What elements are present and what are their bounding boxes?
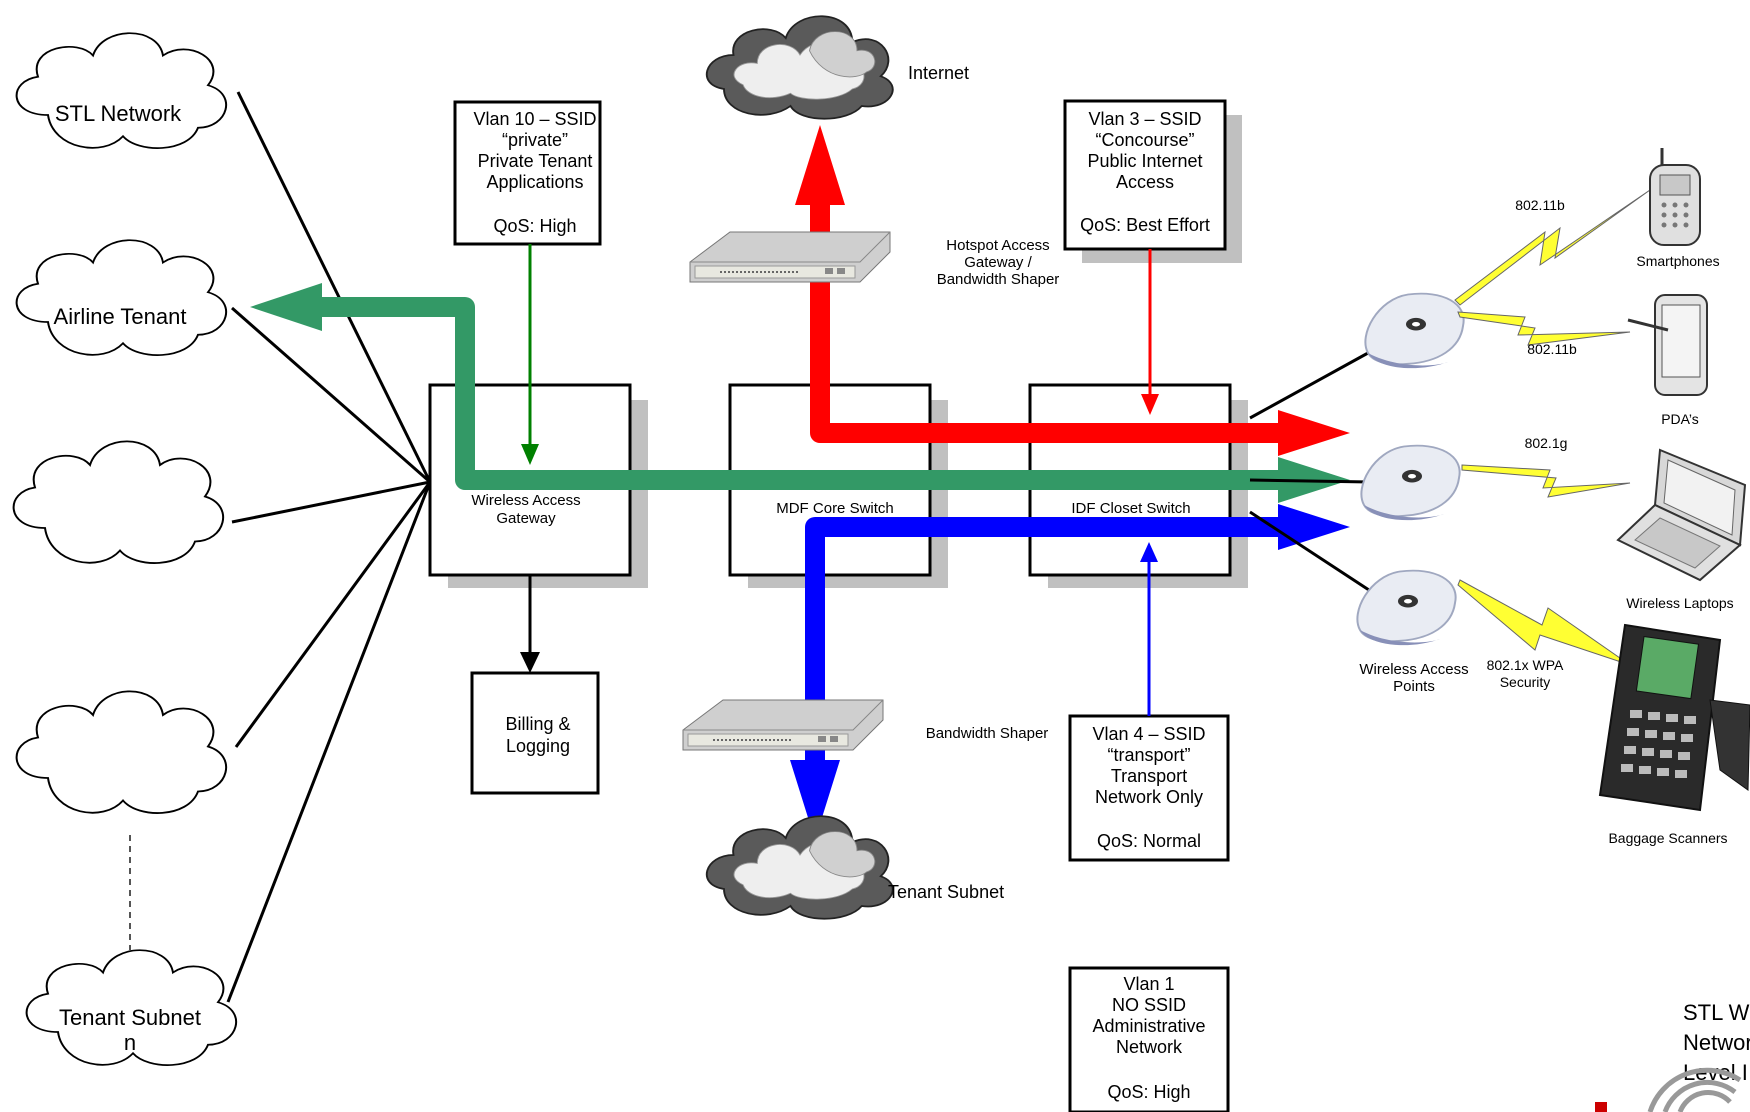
footer-line-1: STL W [1683,1000,1750,1025]
wag-label-2: Gateway [496,510,556,527]
vlan10-line3: Private Tenant [478,151,593,171]
billing-label-1: Billing & [505,714,570,734]
footer-line-2: Networ [1683,1030,1750,1055]
vlan4-box [1068,714,1230,862]
vlan1-line3: Administrative [1092,1016,1205,1036]
tenant-links [226,91,432,1003]
baggage-scanner-icon [1598,623,1750,812]
vlan4-line3: Transport [1111,766,1187,786]
green-flow-left-arrowhead [250,283,322,331]
laptops-label: Wireless Laptops [1626,595,1733,611]
vlan4-line2: “transport” [1107,745,1190,765]
proto-laptops: 802.1g [1525,435,1568,451]
vlan1-box [1068,966,1230,1112]
tenant-subnet-n-label-1: Tenant Subnet [59,1005,201,1030]
vlan4-line4: Network Only [1095,787,1203,807]
tenant-subnet-cloud-icon [705,815,894,920]
blue-flow-right-arrowhead [1278,504,1350,550]
vlan10-line4: Applications [486,172,583,192]
hotspot-label-3: Bandwidth Shaper [937,271,1060,288]
vlan1-line4: Network [1116,1037,1183,1057]
vlan1-qos: QoS: High [1107,1082,1190,1102]
vlan10-line2: “private” [502,130,568,150]
stl-network-label: STL Network [55,101,182,126]
vlan10-qos: QoS: High [493,216,576,236]
billing-arrowhead [520,652,540,673]
red-flow-up-arrowhead [795,125,845,205]
idf-label: IDF Closet Switch [1071,500,1190,517]
vlan1-line1: Vlan 1 [1123,974,1174,994]
bandwidth-shaper-server-icon [682,699,884,751]
internet-label: Internet [908,63,969,83]
hotspot-gateway-server-icon [689,231,891,283]
access-point-icon-2 [1360,444,1461,522]
billing-logging-box [470,671,600,795]
vlan4-arrowhead [1140,542,1158,562]
airline-tenant-label: Airline Tenant [54,304,187,329]
red-flow-right-arrowhead [1278,410,1350,456]
bandwidth-shaper-label: Bandwidth Shaper [926,725,1049,742]
internet-cloud-icon [705,15,894,120]
vlan3-box [1063,99,1227,251]
access-point-icon-3 [1356,569,1457,647]
vlan3-line4: Access [1116,172,1174,192]
cloud-empty-1 [12,440,225,565]
cloud-empty-2 [15,690,228,815]
tenant-subnet-label: Tenant Subnet [888,882,1004,902]
laptop-icon [1616,448,1747,582]
pdas-label: PDA’s [1661,411,1699,427]
vlan10-arrowhead [521,444,539,465]
wifi-logo-icon [1647,1067,1742,1112]
proto-scanner-2: Security [1500,674,1551,690]
billing-label-2: Logging [506,736,570,756]
wag-label-1: Wireless Access [471,492,580,509]
scanners-label: Baggage Scanners [1608,830,1727,846]
ap-label-1: Wireless Access [1359,661,1468,678]
vlan10-box [453,100,602,246]
vlan3-arrowhead [1141,394,1159,415]
green-flow-path [320,297,1285,490]
proto-pda: 802.11b [1527,341,1577,357]
logo-red-mark [1595,1102,1607,1112]
vlan3-line2: “Concourse” [1095,130,1194,150]
pda-icon [1627,294,1708,396]
hotspot-label-1: Hotspot Access [946,237,1049,254]
smartphone-icon [1649,148,1701,246]
wireless-bolts [1454,189,1651,666]
mdf-label: MDF Core Switch [776,500,894,517]
cloud-stl-network [15,32,228,150]
smartphones-label: Smartphones [1636,253,1719,269]
vlan3-line3: Public Internet [1087,151,1202,171]
vlan4-line1: Vlan 4 – SSID [1092,724,1205,744]
vlan10-line1: Vlan 10 – SSID [473,109,596,129]
proto-smartphones: 802.11b [1515,197,1565,213]
idf-to-ap-links [1249,351,1373,594]
vlan4-qos: QoS: Normal [1097,831,1201,851]
vlan3-line1: Vlan 3 – SSID [1088,109,1201,129]
access-point-icon-1 [1364,292,1465,370]
blue-flow-down-arrowhead [790,760,840,840]
vlan3-qos: QoS: Best Effort [1080,215,1210,235]
tenant-subnet-n-label-2: n [124,1030,136,1055]
vlan1-line2: NO SSID [1112,995,1186,1015]
ap-label-2: Points [1393,678,1435,695]
hotspot-label-2: Gateway / [964,254,1032,271]
proto-scanner-1: 802.1x WPA [1487,657,1564,673]
cloud-airline-tenant [15,239,228,357]
blue-flow-path [805,517,1285,760]
